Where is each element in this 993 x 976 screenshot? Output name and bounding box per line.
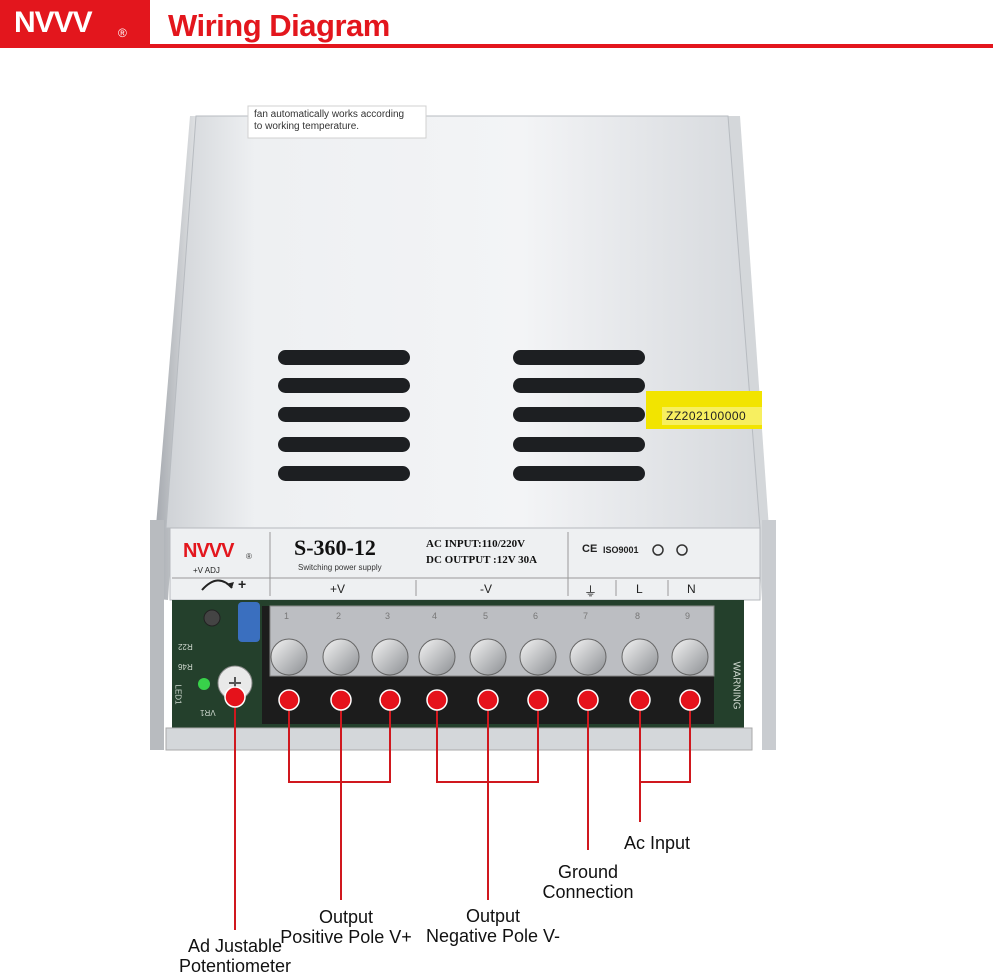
pcb-r22: R22 bbox=[178, 642, 193, 651]
callout-ac-input: Ac Input bbox=[612, 833, 702, 853]
cert-icon-1 bbox=[652, 544, 664, 556]
terminal-screws bbox=[270, 638, 709, 676]
callout-ground: Ground Connection bbox=[530, 862, 646, 902]
cert-icon-2 bbox=[676, 544, 688, 556]
top-note: fan automatically works according to wor… bbox=[254, 109, 404, 133]
pcb-led1: LED1 bbox=[173, 684, 183, 705]
adjust-plus: + bbox=[238, 576, 247, 592]
callout-ground-line-2: Connection bbox=[542, 882, 634, 902]
callout-negative-line-1: Output bbox=[465, 906, 521, 926]
vent-left bbox=[278, 350, 410, 481]
terminal-number-6: 6 bbox=[533, 611, 539, 621]
model-subtitle: Switching power supply bbox=[298, 563, 382, 572]
right-side-strip bbox=[762, 520, 776, 750]
terminal-number-7: 7 bbox=[583, 611, 589, 621]
pcb-vr1: VR1 bbox=[200, 708, 216, 717]
vent-right bbox=[513, 350, 645, 481]
terminal-label-n: N bbox=[687, 582, 696, 596]
blue-capacitor bbox=[238, 602, 260, 642]
pcb-r46: R46 bbox=[178, 662, 193, 671]
ac-input-spec: AC INPUT:110/220V bbox=[426, 538, 526, 550]
callout-positive-line-1: Output bbox=[318, 907, 374, 927]
callout-ground-line-1: Ground bbox=[557, 862, 619, 882]
header-divider bbox=[150, 44, 993, 48]
panel-registered-mark: ® bbox=[246, 552, 252, 561]
brand-banner bbox=[0, 0, 150, 48]
terminal-label-vminus: -V bbox=[480, 582, 492, 596]
led-indicator bbox=[198, 678, 210, 690]
terminal-label-ground: ⏚ bbox=[584, 584, 598, 599]
terminal-number-5: 5 bbox=[483, 611, 489, 621]
callout-potentiometer-line-1: Ad Justable bbox=[187, 936, 283, 956]
registered-mark: ® bbox=[118, 26, 127, 40]
brand-logo: NVVV bbox=[14, 6, 93, 39]
callout-lines bbox=[234, 697, 691, 930]
serial-number: ZZ202100000 bbox=[666, 409, 747, 423]
left-side-strip bbox=[150, 520, 164, 750]
callout-ac-input-line-1: Ac Input bbox=[623, 833, 691, 853]
terminal-number-2: 2 bbox=[336, 611, 342, 621]
callout-potentiometer: Ad Justable Potentiometer bbox=[160, 936, 310, 976]
terminal-number-1: 1 bbox=[284, 611, 290, 621]
terminal-number-4: 4 bbox=[432, 611, 438, 621]
left-side-wall bbox=[150, 116, 198, 600]
red-markers bbox=[224, 686, 701, 711]
model-number: S-360-12 bbox=[294, 535, 376, 560]
front-label-panel bbox=[169, 527, 761, 601]
terminal-number-3: 3 bbox=[385, 611, 391, 621]
pcb-warning: WARNING bbox=[730, 661, 742, 710]
iso-mark: ISO9001 bbox=[603, 545, 639, 555]
terminal-number-9: 9 bbox=[685, 611, 691, 621]
right-side-wall bbox=[726, 116, 774, 600]
mount-screw bbox=[203, 609, 221, 627]
top-cover bbox=[165, 115, 761, 529]
ce-mark: CE bbox=[582, 543, 598, 555]
top-note-line-1: fan automatically works according bbox=[254, 109, 405, 120]
adjust-label: +V ADJ bbox=[193, 566, 220, 575]
callout-negative-line-2: Negative Pole V- bbox=[425, 926, 561, 946]
callout-positive: Output Positive Pole V+ bbox=[276, 907, 416, 947]
top-note-line-2: to working temperature. bbox=[254, 121, 360, 132]
bottom-lip bbox=[165, 727, 753, 751]
terminal-label-vplus: +V bbox=[330, 582, 346, 596]
terminal-number-8: 8 bbox=[635, 611, 641, 621]
callout-negative: Output Negative Pole V- bbox=[420, 906, 566, 946]
callout-positive-line-2: Positive Pole V+ bbox=[280, 927, 412, 947]
top-info-sticker bbox=[247, 105, 427, 139]
callout-potentiometer-line-2: Potentiometer bbox=[178, 956, 292, 976]
dc-output-spec: DC OUTPUT :12V 30A bbox=[426, 554, 538, 566]
page-title: Wiring Diagram bbox=[168, 8, 390, 43]
panel-brand: NVVV bbox=[183, 540, 234, 562]
terminal-label-l: L bbox=[636, 582, 643, 596]
